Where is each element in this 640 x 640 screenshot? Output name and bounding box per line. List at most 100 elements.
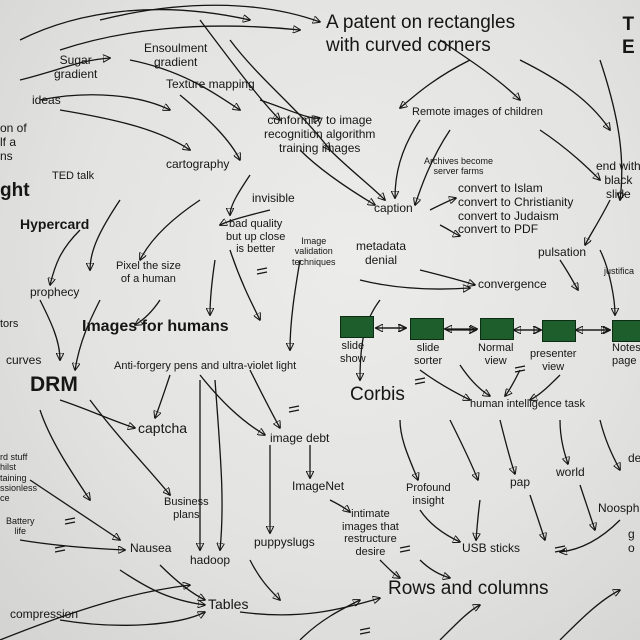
connector-arrow	[400, 59, 471, 108]
edge-tick-mark	[399, 545, 411, 549]
connector-arrow	[439, 39, 520, 100]
connector-arrow	[155, 374, 171, 418]
connector-arrow	[210, 259, 216, 315]
node-noosphere-fragment: Noosph	[598, 501, 640, 515]
node-cartography: cartography	[166, 157, 230, 171]
connector-arrow	[249, 559, 280, 600]
connector-arrow	[19, 58, 110, 81]
connector-arrow	[505, 369, 521, 396]
node-anti-forgery: Anti-forgery pens and ultra-violet light	[114, 360, 297, 372]
connector-arrow	[50, 229, 81, 285]
connector-arrow	[419, 559, 450, 578]
connector-arrow	[599, 59, 622, 200]
edge-tick-mark	[554, 549, 566, 553]
node-tables: Tables	[208, 596, 249, 612]
edge-tick-mark	[64, 521, 76, 525]
connector-arrow	[419, 509, 460, 542]
node-images-for-humans: Images for humans	[82, 318, 229, 335]
connector-arrow	[290, 259, 301, 350]
node-business-plans: Business plans	[164, 496, 209, 521]
connector-arrow	[59, 109, 190, 150]
node-corbis: Corbis	[350, 384, 405, 405]
node-usb-sticks: USB sticks	[462, 541, 521, 555]
connector-arrow	[59, 399, 135, 428]
node-caption: caption	[374, 201, 413, 215]
connector-arrow	[499, 419, 515, 474]
edge-tick-mark	[54, 545, 66, 549]
slide-thumbnail	[542, 320, 576, 342]
node-patent: A patent on rectangles with curved corne…	[326, 12, 516, 56]
node-profound-insight: Profound insight	[406, 482, 451, 507]
node-battery-life: Battery life	[6, 516, 35, 537]
connector-arrow	[29, 479, 120, 540]
connector-arrow	[476, 499, 481, 540]
connector-arrow	[415, 129, 451, 205]
slide-thumbnail	[410, 318, 444, 340]
connector-arrow	[299, 149, 375, 205]
node-ted-talk: TED talk	[52, 170, 95, 182]
connector-arrow	[599, 419, 620, 470]
node-metadata-denial: metadata denial	[356, 239, 407, 267]
connector-arrow	[199, 19, 280, 120]
connector-arrow	[129, 59, 240, 110]
connector-arrow	[419, 369, 470, 400]
node-slide-sorter: slide sorter	[414, 342, 443, 367]
connector-arrow	[220, 209, 271, 225]
edge-tick-mark	[256, 267, 268, 271]
node-puppyslugs: puppyslugs	[254, 535, 315, 549]
node-drm: DRM	[30, 373, 78, 396]
connector-arrow	[249, 369, 280, 428]
node-image-debt: image debt	[270, 431, 330, 445]
node-remote-images: Remote images of children	[412, 106, 543, 118]
connector-arrow	[59, 612, 205, 626]
node-tors-fragment: tors	[0, 318, 19, 330]
connector-arrow	[379, 559, 400, 578]
connector-arrow	[229, 249, 260, 320]
connector-arrow	[239, 598, 380, 616]
node-conformity: conformity to image recognition algorith…	[264, 113, 376, 155]
connector-arrow	[135, 299, 161, 325]
node-intimate-images: intimate images that restructure desire	[342, 508, 399, 558]
edge-tick-mark	[64, 517, 76, 521]
connector-arrow	[329, 149, 385, 200]
edge-tick-mark	[414, 381, 426, 385]
connector-arrow	[299, 600, 360, 640]
node-compression: compression	[10, 607, 79, 621]
node-captcha: captcha	[138, 420, 188, 436]
node-ideas: ideas	[32, 93, 61, 107]
node-prophecy: prophecy	[30, 285, 80, 299]
node-rows-columns: Rows and columns	[388, 578, 549, 599]
connector-arrow	[229, 39, 330, 150]
node-pulsation: pulsation	[538, 245, 587, 259]
edge-tick-mark	[288, 405, 300, 409]
connector-arrow	[585, 199, 611, 245]
slide-thumbnail	[480, 318, 514, 340]
connector-arrow	[529, 494, 545, 540]
connector-arrow	[599, 249, 615, 315]
connector-arrow	[140, 199, 201, 260]
edge-tick-mark	[359, 627, 371, 631]
node-normal-view: Normal view	[478, 342, 514, 367]
connector-arrow	[329, 499, 350, 512]
connector-arrow	[39, 409, 90, 500]
connector-arrow	[90, 199, 121, 270]
connector-arrow	[439, 605, 480, 640]
slide-thumbnail	[340, 316, 374, 338]
connector-arrow	[519, 59, 610, 130]
edge-tick-mark	[514, 369, 526, 373]
edge-tick-mark	[554, 545, 566, 549]
connector-arrow	[259, 99, 320, 118]
connector-arrow	[399, 419, 418, 480]
connector-arrow	[230, 174, 251, 215]
node-g-o-fragment: g o	[628, 527, 635, 555]
node-presenter-view: presenter view	[530, 348, 577, 373]
node-imagenet: ImageNet	[292, 479, 345, 493]
connector-arrow	[579, 484, 595, 530]
edge-tick-mark	[359, 631, 371, 635]
connector-arrow	[159, 564, 205, 600]
connector-arrow	[75, 299, 101, 370]
node-convergence: convergence	[478, 277, 547, 291]
connector-arrow	[449, 419, 478, 480]
node-end-black-slide: end with black slide	[596, 159, 640, 201]
